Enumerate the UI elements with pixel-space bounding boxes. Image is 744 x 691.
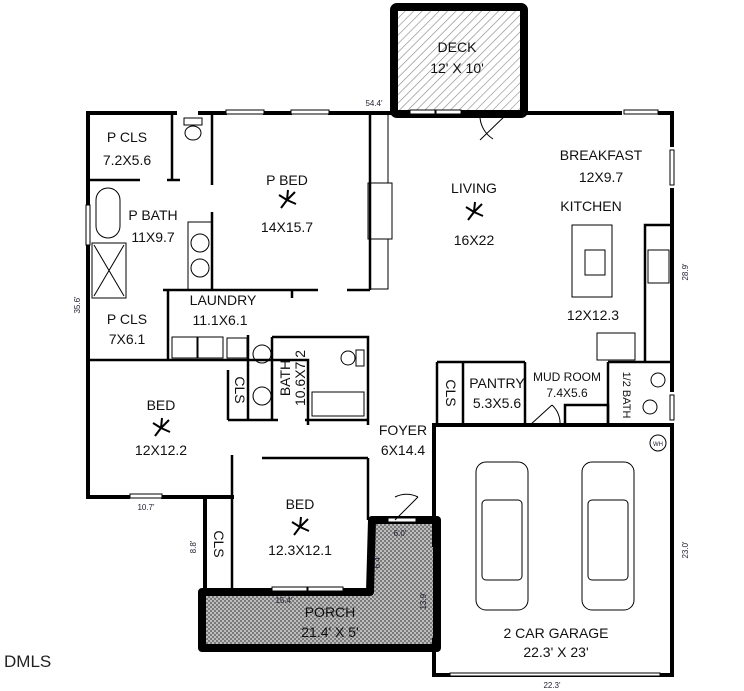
deck-name: DECK: [438, 39, 478, 55]
foyer-name: FOYER: [379, 422, 427, 438]
bed-2-size: 12.3X12.1: [268, 542, 332, 558]
dim-left: 35.6': [73, 296, 82, 314]
p-cls-2-size: 7X6.1: [109, 331, 146, 347]
laundry-name: LAUNDRY: [190, 292, 257, 308]
dim-bed2-left: 8.8': [189, 540, 198, 553]
bathtub-icon: [311, 391, 365, 417]
dim-garage-right: 23.0': [681, 541, 690, 559]
porch-name: PORCH: [305, 604, 356, 620]
garage-size: 22.3' X 23': [523, 644, 588, 660]
living-size: 16X22: [454, 232, 495, 248]
bath-name: BATH: [277, 360, 293, 396]
half-bath-name: 1/2 BATH: [620, 372, 632, 419]
p-cls-2-name: P CLS: [107, 311, 147, 327]
pantry-size: 5.3X5.6: [473, 395, 521, 411]
dim-bed-bottom: 10.7': [137, 503, 155, 512]
dim-porch-window: 15.4': [275, 596, 293, 605]
sink-icon: [252, 344, 272, 364]
bed-1-size: 12X12.2: [135, 442, 187, 458]
car-icon: [581, 461, 635, 611]
toilet-icon: [642, 399, 658, 415]
foyer-size: 6X14.4: [381, 442, 426, 458]
dim-top: 54.4': [365, 99, 383, 108]
p-bath-name: P BATH: [128, 207, 177, 223]
mud-room-name: MUD ROOM: [533, 370, 601, 384]
shower-icon: [91, 242, 127, 299]
dryer-icon: [197, 336, 224, 359]
dim-kitchen-right: 28.9': [681, 263, 690, 281]
sink-icon: [190, 258, 210, 278]
bathtub-icon: [95, 187, 121, 239]
sink-icon: [252, 386, 272, 406]
p-cls-1-name: P CLS: [107, 129, 147, 145]
kitchen-size: 12X12.3: [567, 307, 619, 323]
p-bed-name: P BED: [266, 172, 308, 188]
ceiling-fan-icon: [152, 189, 484, 536]
fixtures: [91, 117, 667, 611]
dim-porch-inner: 6.4': [373, 555, 382, 568]
dim-porch-entry: 6.0': [394, 529, 407, 538]
dmls-watermark: DMLS: [4, 652, 51, 671]
car-icon: [475, 461, 529, 611]
dim-porch-right: 13.9': [419, 592, 428, 610]
living-name: LIVING: [451, 180, 497, 196]
dimension-labels: 54.4' 35.6' 10.7' 8.8' 6.0' 6.4' 15.4' 1…: [73, 99, 690, 690]
porch: [198, 516, 441, 652]
toilet-icon: [184, 125, 202, 141]
bed-2-name: BED: [286, 496, 315, 512]
p-bath-size: 11X9.7: [131, 229, 175, 245]
p-bed-size: 14X15.7: [261, 219, 313, 235]
breakfast-size: 12X9.7: [579, 169, 624, 185]
porch-size: 21.4' X 5': [301, 624, 359, 640]
interior-walls: [88, 112, 672, 588]
cls-bed2-name: CLS: [211, 530, 227, 557]
water-heater-label: WH: [653, 442, 663, 448]
bed-1-name: BED: [147, 397, 176, 413]
sink-icon: [190, 233, 210, 253]
garage-name: 2 CAR GARAGE: [503, 625, 608, 641]
kitchen-name: KITCHEN: [560, 198, 621, 214]
deck-size: 12' X 10': [430, 60, 484, 76]
p-cls-1-size: 7.2X5.6: [103, 152, 151, 168]
bath-size: 10.6X7.2: [292, 350, 308, 406]
cls-hall-name: CLS: [232, 376, 248, 403]
breakfast-name: BREAKFAST: [560, 147, 643, 163]
room-labels: DECK 12' X 10' P CLS 7.2X5.6 P BATH 11X9…: [103, 39, 663, 660]
cls-foyer-name: CLS: [443, 379, 459, 406]
laundry-size: 11.1X6.1: [192, 312, 247, 328]
deck: [390, 3, 528, 118]
toilet-icon: [340, 350, 356, 366]
utility-sink-icon: [226, 337, 248, 359]
sink-icon: [650, 372, 666, 388]
water-heater-icon: [649, 434, 667, 452]
washer-icon: [171, 336, 198, 359]
mud-room-size: 7.4X5.6: [546, 386, 588, 400]
pantry-name: PANTRY: [469, 375, 525, 391]
dim-garage-bottom: 22.3': [543, 681, 561, 690]
